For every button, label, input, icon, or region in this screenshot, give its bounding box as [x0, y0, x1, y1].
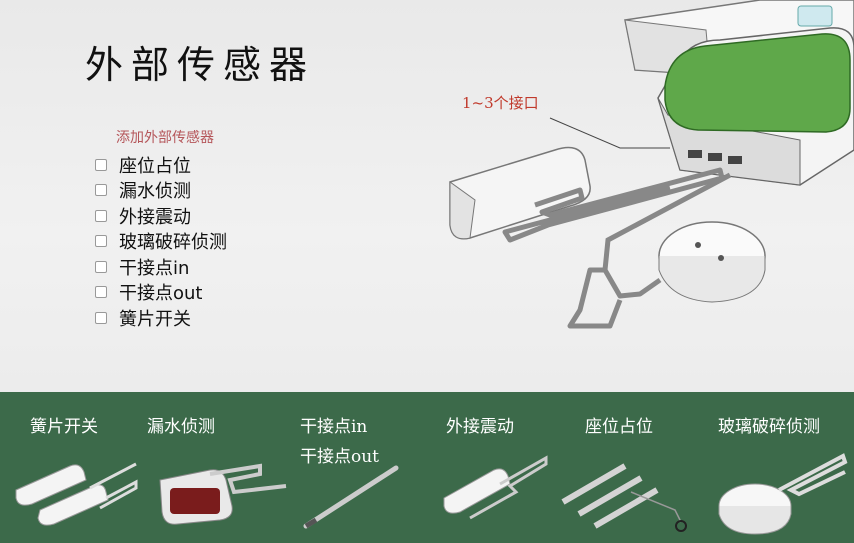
port-count-callout: 1~3个接口: [462, 94, 539, 112]
checkbox[interactable]: [95, 286, 107, 299]
category-label-dry-in: 干接点in: [300, 417, 368, 437]
option-water-leak[interactable]: 漏水侦测: [95, 178, 227, 204]
dry-contact-probe-icon: [303, 465, 399, 529]
vibration-sensor-icon: [443, 455, 548, 520]
category-label-vibration: 外接震动: [446, 417, 514, 437]
water-leak-icon: [159, 463, 287, 525]
option-label: 干接点out: [119, 283, 203, 305]
checkbox[interactable]: [95, 311, 107, 324]
option-label: 玻璃破碎侦测: [119, 232, 227, 254]
category-label-water: 漏水侦测: [147, 417, 215, 437]
checkbox[interactable]: [95, 184, 107, 197]
hero-panel: 外部传感器 添加外部传感器 座位占位 漏水侦测 外接震动 玻璃破碎侦测 干接点i…: [0, 0, 854, 392]
option-label: 簧片开关: [119, 308, 191, 330]
option-label: 外接震动: [119, 206, 191, 228]
category-label-reed: 簧片开关: [30, 417, 98, 437]
checkbox[interactable]: [95, 235, 107, 248]
option-label: 座位占位: [119, 155, 191, 177]
sensor-checklist: 座位占位 漏水侦测 外接震动 玻璃破碎侦测 干接点in 干接点out 簧片开关: [95, 152, 227, 331]
reed-switch-icon: [15, 462, 138, 526]
option-dry-contact-in[interactable]: 干接点in: [95, 254, 227, 280]
checkbox[interactable]: [95, 158, 107, 171]
option-external-vibration[interactable]: 外接震动: [95, 203, 227, 229]
option-label: 漏水侦测: [119, 181, 191, 203]
category-label-seat: 座位占位: [585, 417, 653, 437]
option-dry-contact-out[interactable]: 干接点out: [95, 280, 227, 306]
option-glass-break[interactable]: 玻璃破碎侦测: [95, 229, 227, 255]
checkbox[interactable]: [95, 209, 107, 222]
checkbox[interactable]: [95, 260, 107, 273]
seat-occupancy-icon: [561, 463, 687, 532]
category-label-dry-out: 干接点out: [300, 447, 380, 467]
category-label-glass: 玻璃破碎侦测: [718, 417, 820, 437]
glass-break-icon: [718, 453, 848, 535]
option-label: 干接点in: [119, 257, 190, 279]
sensor-list-subtitle: 添加外部传感器: [116, 130, 214, 146]
hub-device-illustration: [449, 0, 854, 329]
page-title: 外部传感器: [85, 43, 316, 87]
option-seat-occupancy[interactable]: 座位占位: [95, 152, 227, 178]
option-reed-switch[interactable]: 簧片开关: [95, 305, 227, 331]
sensor-category-band: 簧片开关 漏水侦测 干接点in 干接点out 外接震动 座位占位 玻璃破碎侦测: [0, 392, 854, 543]
